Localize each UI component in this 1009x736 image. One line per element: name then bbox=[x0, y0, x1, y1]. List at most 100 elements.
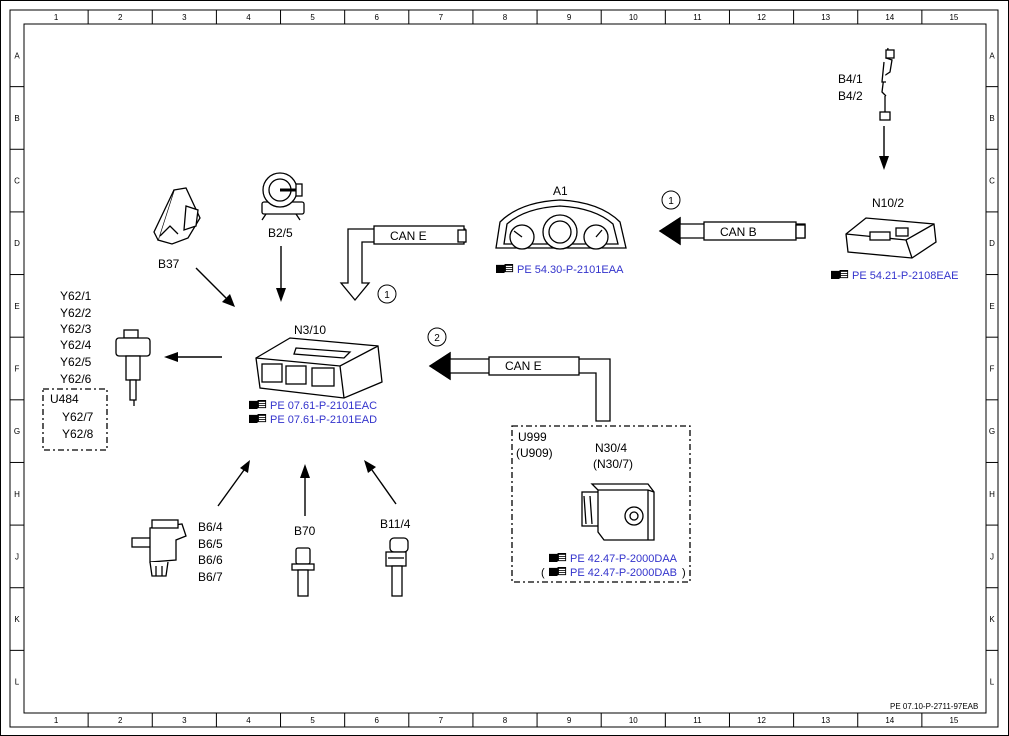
arrow-b37-to-n3 bbox=[195, 267, 235, 307]
u484-group-box: U484 Y62/7 Y62/8 bbox=[42, 388, 108, 451]
svg-text:1: 1 bbox=[668, 196, 674, 207]
ref-n3-10-2[interactable]: PE 07.61-P-2101EAD bbox=[270, 414, 377, 426]
row-label-left: E bbox=[14, 302, 19, 311]
sam-control-unit-icon bbox=[845, 217, 937, 259]
row-label-left: H bbox=[14, 490, 20, 499]
arrow-b70-to-n3 bbox=[300, 464, 310, 516]
column-label-top: 10 bbox=[629, 13, 638, 22]
row-label-left: F bbox=[15, 365, 20, 374]
column-label-bottom: 10 bbox=[629, 716, 638, 725]
column-label-top: 13 bbox=[821, 13, 830, 22]
label-y62-3: Y62/3 bbox=[60, 322, 92, 336]
row-label-right: L bbox=[990, 678, 995, 687]
row-label-left: C bbox=[14, 177, 20, 186]
label-y62-4: Y62/4 bbox=[60, 338, 92, 352]
ref-n10-2[interactable]: PE 54.21-P-2108EAE bbox=[852, 270, 958, 282]
column-label-bottom: 7 bbox=[439, 716, 444, 725]
label-n30-4: N30/4 bbox=[595, 441, 627, 455]
label-b11-4: B11/4 bbox=[380, 517, 411, 531]
row-label-right: A bbox=[989, 51, 995, 60]
reference-icon bbox=[249, 414, 267, 423]
label-b2-5: B2/5 bbox=[268, 226, 293, 240]
label-b6-5: B6/5 bbox=[198, 537, 223, 551]
label-y62-2: Y62/2 bbox=[60, 306, 92, 320]
ref-n30-1[interactable]: PE 42.47-P-2000DAA bbox=[570, 553, 678, 565]
ref-n30-2-open-paren: ( bbox=[541, 567, 545, 579]
row-label-right: K bbox=[989, 615, 995, 624]
can-b-label: CAN B bbox=[720, 225, 757, 239]
reference-icon bbox=[831, 270, 849, 279]
column-grid: 1122334455667788991010111112121313141415… bbox=[54, 10, 959, 727]
label-y62-5: Y62/5 bbox=[60, 355, 92, 369]
ref-n3-10-1[interactable]: PE 07.61-P-2101EAC bbox=[270, 400, 377, 412]
marker-1-left: 1 bbox=[377, 284, 397, 304]
column-label-bottom: 3 bbox=[182, 716, 187, 725]
label-b4-2: B4/2 bbox=[838, 89, 863, 103]
row-label-left: B bbox=[14, 114, 19, 123]
column-label-top: 5 bbox=[310, 13, 315, 22]
abs-control-unit-icon bbox=[581, 483, 655, 541]
crankshaft-sensor-icon bbox=[291, 547, 315, 597]
label-n30-7: (N30/7) bbox=[593, 457, 633, 471]
column-label-bottom: 13 bbox=[821, 716, 830, 725]
row-label-left: A bbox=[14, 51, 20, 60]
fuel-level-sensor-icon bbox=[879, 47, 895, 121]
can-b-line bbox=[658, 216, 806, 246]
drawing-reference-number: PE 07.10-P-2711-97EAB bbox=[890, 702, 978, 711]
column-label-top: 3 bbox=[182, 13, 187, 22]
column-label-bottom: 4 bbox=[246, 716, 251, 725]
label-b6-6: B6/6 bbox=[198, 553, 223, 567]
column-label-top: 8 bbox=[503, 13, 508, 22]
can-e-middle-label: CAN E bbox=[505, 359, 542, 373]
column-label-bottom: 5 bbox=[310, 716, 315, 725]
column-label-bottom: 9 bbox=[567, 716, 572, 725]
column-label-top: 12 bbox=[757, 13, 766, 22]
fuel-injector-icon bbox=[115, 329, 151, 406]
column-label-bottom: 2 bbox=[118, 716, 123, 725]
row-label-right: E bbox=[989, 302, 994, 311]
row-label-right: J bbox=[990, 552, 994, 561]
column-label-bottom: 1 bbox=[54, 716, 59, 725]
row-label-right: C bbox=[989, 177, 995, 186]
row-label-right: B bbox=[989, 114, 994, 123]
arrow-b2-to-n3 bbox=[276, 246, 286, 302]
pedal-sensor-icon bbox=[153, 187, 201, 245]
label-u484: U484 bbox=[50, 392, 79, 406]
ref-a1[interactable]: PE 54.30-P-2101EAA bbox=[517, 264, 624, 276]
svg-text:1: 1 bbox=[384, 290, 390, 301]
row-label-right: H bbox=[989, 490, 995, 499]
instrument-cluster-icon bbox=[495, 199, 627, 250]
column-label-bottom: 14 bbox=[885, 716, 894, 725]
arrow-b4-to-n10 bbox=[879, 126, 889, 170]
camshaft-sensor-icon bbox=[131, 519, 187, 577]
ref-n30-2[interactable]: PE 42.47-P-2000DAB bbox=[570, 567, 677, 579]
reference-icon bbox=[496, 264, 514, 273]
row-label-left: G bbox=[14, 427, 20, 436]
label-b6-4: B6/4 bbox=[198, 520, 223, 534]
row-label-right: D bbox=[989, 239, 995, 248]
column-label-bottom: 11 bbox=[693, 716, 702, 725]
reference-icon bbox=[249, 400, 267, 409]
can-e-top-line bbox=[339, 225, 467, 302]
label-n10-2: N10/2 bbox=[872, 196, 904, 210]
column-label-bottom: 8 bbox=[503, 716, 508, 725]
label-y62-6: Y62/6 bbox=[60, 372, 92, 386]
row-label-left: L bbox=[15, 678, 20, 687]
ref-n30-2-close-paren: ) bbox=[682, 567, 686, 579]
air-mass-sensor-icon bbox=[261, 172, 305, 221]
reference-icon bbox=[549, 567, 567, 576]
label-b37: B37 bbox=[158, 257, 180, 271]
arrow-b6-to-n3 bbox=[217, 460, 250, 507]
column-label-top: 2 bbox=[118, 13, 123, 22]
u999-group-box bbox=[511, 425, 691, 583]
can-e-middle-line bbox=[428, 351, 611, 422]
svg-text:2: 2 bbox=[434, 333, 440, 344]
marker-2: 2 bbox=[427, 327, 447, 347]
label-y62-7: Y62/7 bbox=[62, 410, 94, 424]
column-label-top: 11 bbox=[693, 13, 702, 22]
row-label-right: G bbox=[989, 427, 995, 436]
can-e-top-label: CAN E bbox=[390, 229, 427, 243]
label-b4-1: B4/1 bbox=[838, 72, 863, 86]
coolant-temperature-sensor-icon bbox=[385, 537, 409, 597]
